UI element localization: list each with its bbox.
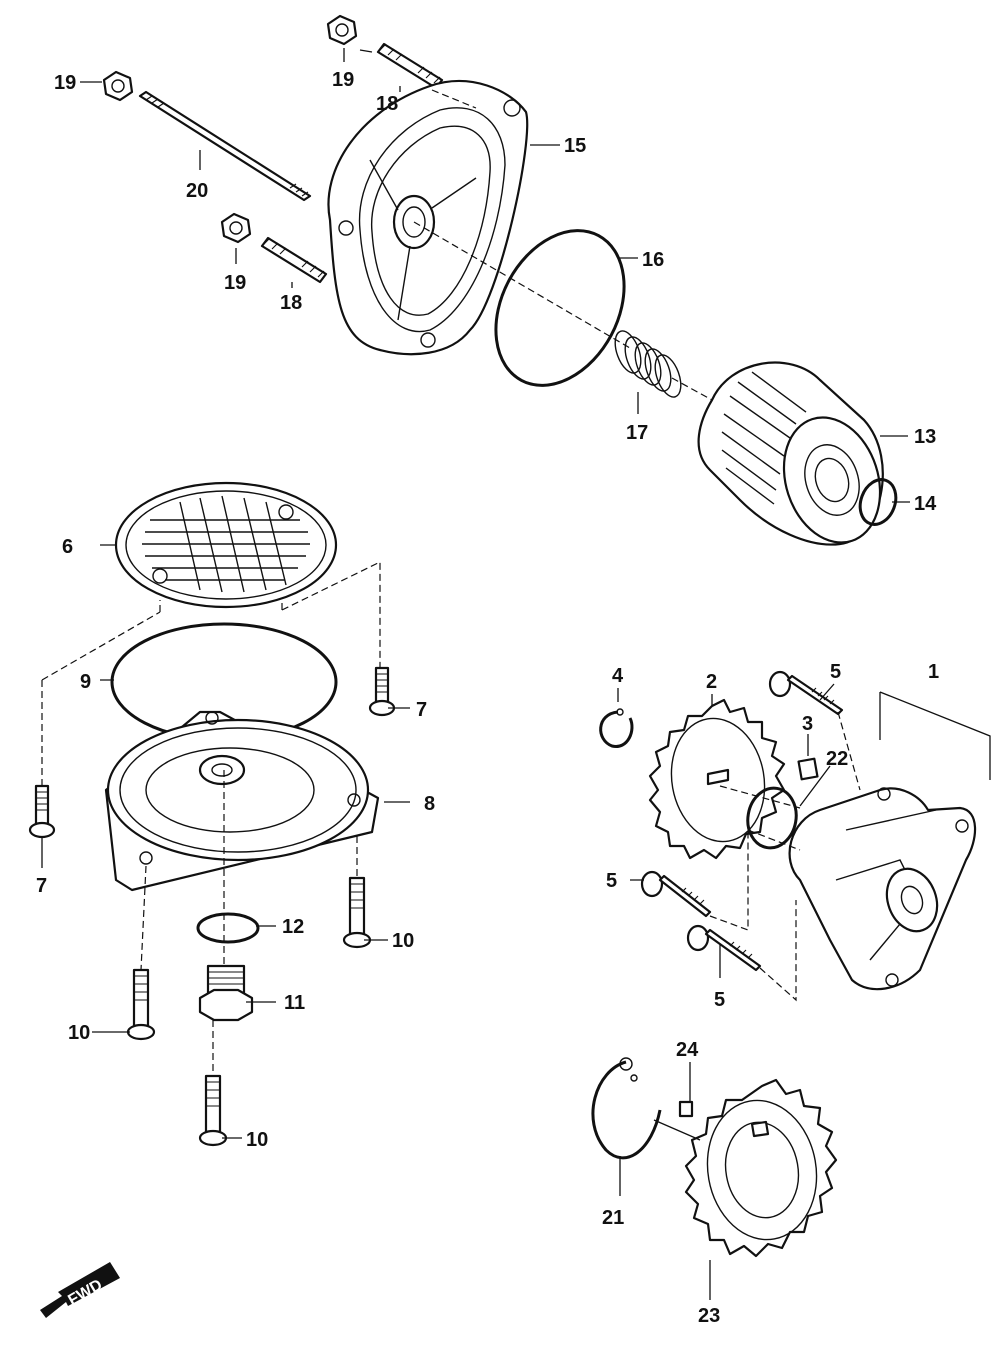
callout-8: 8 bbox=[424, 793, 435, 815]
part-10-bolt-left bbox=[126, 968, 156, 1041]
callout-20: 20 bbox=[186, 180, 208, 202]
part-18-stud-top bbox=[376, 42, 444, 90]
part-2-drive-gear bbox=[648, 698, 786, 860]
part-13-oil-filter bbox=[697, 361, 884, 546]
part-18-stud-mid bbox=[260, 236, 328, 284]
callout-1: 1 bbox=[928, 661, 939, 683]
part-23-driven-gear bbox=[684, 1078, 838, 1258]
callout-24: 24 bbox=[676, 1039, 699, 1061]
callout-10: 10 bbox=[392, 930, 414, 952]
part-7-bolt-left bbox=[28, 784, 56, 839]
callout-11: 11 bbox=[284, 992, 305, 1014]
part-21-circlip bbox=[591, 1057, 662, 1160]
callout-23: 23 bbox=[698, 1305, 720, 1327]
part-20-long-stud bbox=[138, 90, 312, 202]
part-10-bolt-bottom bbox=[198, 1074, 228, 1147]
part-14-small-o-ring bbox=[858, 478, 898, 526]
part-5-screw-bottom bbox=[686, 924, 762, 972]
callout-17: 17 bbox=[626, 422, 648, 444]
part-17-spring bbox=[614, 330, 682, 398]
part-22-washer bbox=[746, 786, 798, 850]
part-5-screw-mid bbox=[640, 870, 712, 918]
part-10-bolt-right bbox=[342, 876, 372, 949]
fwd-direction-marker: FWD bbox=[40, 1262, 120, 1318]
part-19-nut-top bbox=[326, 14, 358, 46]
callout-18: 18 bbox=[376, 93, 398, 115]
part-11-drain-plug bbox=[198, 964, 254, 1022]
callout-21: 21 bbox=[602, 1207, 624, 1229]
part-16-o-ring bbox=[494, 229, 626, 387]
callout-7: 7 bbox=[416, 699, 427, 721]
callout-13: 13 bbox=[914, 426, 936, 448]
part-1-oil-pump bbox=[788, 787, 977, 991]
part-3-dowel-pin bbox=[797, 757, 819, 781]
callout-22: 22 bbox=[826, 748, 848, 770]
part-19-nut-left bbox=[102, 70, 134, 102]
part-7-bolt-right bbox=[368, 666, 396, 717]
callout-12: 12 bbox=[282, 916, 304, 938]
callout-10: 10 bbox=[246, 1129, 268, 1151]
callout-15: 15 bbox=[564, 135, 586, 157]
callout-14: 14 bbox=[914, 493, 937, 515]
part-12-washer bbox=[196, 912, 260, 944]
part-4-circlip bbox=[599, 710, 634, 748]
part-5-screw-top bbox=[768, 670, 844, 716]
callout-16: 16 bbox=[642, 249, 664, 271]
part-15-filter-cover bbox=[327, 80, 529, 356]
part-24-pin bbox=[678, 1100, 694, 1118]
callout-19: 19 bbox=[54, 72, 76, 94]
callout-5: 5 bbox=[606, 870, 617, 892]
callout-9: 9 bbox=[80, 671, 91, 693]
callout-19: 19 bbox=[332, 69, 354, 91]
callout-7: 7 bbox=[36, 875, 47, 897]
callout-4: 4 bbox=[612, 665, 624, 687]
part-19-nut-mid bbox=[220, 212, 252, 244]
callout-19: 19 bbox=[224, 272, 246, 294]
callout-5: 5 bbox=[714, 989, 725, 1011]
callout-10: 10 bbox=[68, 1022, 90, 1044]
callout-18: 18 bbox=[280, 292, 302, 314]
callout-5: 5 bbox=[830, 661, 841, 683]
callout-2: 2 bbox=[706, 671, 717, 693]
callout-3: 3 bbox=[802, 713, 813, 735]
part-8-strainer-cap bbox=[104, 710, 380, 892]
callout-6: 6 bbox=[62, 536, 73, 558]
part-6-strainer-screen bbox=[114, 481, 338, 609]
